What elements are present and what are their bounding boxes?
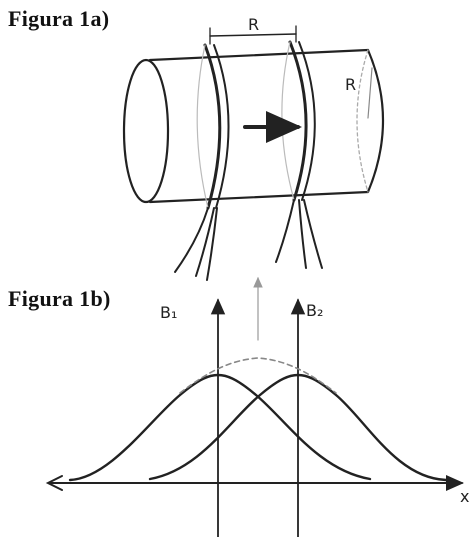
coil-2-back [281, 41, 295, 201]
radius-label: R [345, 75, 356, 94]
field-curve-b1 [68, 373, 372, 482]
radius-line [367, 67, 373, 119]
coil-2-front-inner [298, 41, 316, 201]
field-curve-sum [179, 357, 337, 394]
coil-1-lead-b [195, 207, 215, 277]
b2-label: B₂ [306, 301, 323, 320]
cylinder-with-coils [122, 25, 385, 281]
coil-2-front [288, 40, 308, 202]
coil-1-back [196, 44, 209, 209]
coil-1-front [203, 43, 222, 210]
cylinder-back-end-hidden [356, 49, 369, 193]
coil-2-lead-a [275, 199, 295, 263]
spacing-label: R [248, 15, 259, 34]
coil-1-lead-a [174, 207, 209, 273]
field-curve-b2 [148, 373, 448, 482]
cylinder-top-edge [148, 48, 370, 62]
field-profile-plot [45, 276, 464, 537]
coil-1-front-inner [213, 44, 230, 209]
coil-2-lead-c [303, 199, 323, 269]
spacing-dimension-line [209, 33, 297, 37]
x-axis-label: x [460, 487, 469, 506]
cylinder-bottom-edge [148, 190, 370, 204]
figure-1b-title: Figura 1b) [8, 286, 111, 311]
coil-2-lead-b [298, 199, 307, 269]
cylinder-front-opening [122, 58, 170, 204]
cylinder-back-end [366, 48, 385, 194]
x-axis-left-arrow [45, 475, 63, 491]
b1-label: B₁ [160, 303, 177, 322]
figure-1a-title: Figura 1a) [8, 6, 110, 31]
coil-1-lead-c [206, 207, 218, 281]
